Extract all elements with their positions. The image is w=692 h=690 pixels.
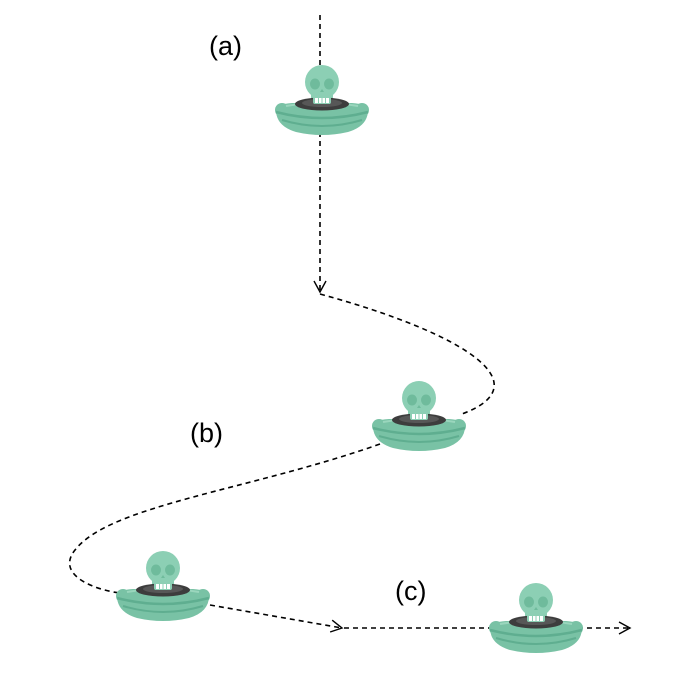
panel-label-c: (c)	[395, 576, 427, 606]
alien-saucer-icon	[114, 549, 212, 623]
path-segment-c1	[209, 604, 344, 633]
alien-saucer-icon	[273, 63, 371, 137]
panel-label-a: (a)	[209, 31, 242, 61]
alien-saucer-icon	[370, 379, 468, 453]
path-segment-a-to-b	[319, 293, 495, 415]
panel-label-b: (b)	[190, 418, 223, 448]
alien-saucer-icon	[487, 581, 585, 655]
path-segment-b	[68, 443, 381, 594]
